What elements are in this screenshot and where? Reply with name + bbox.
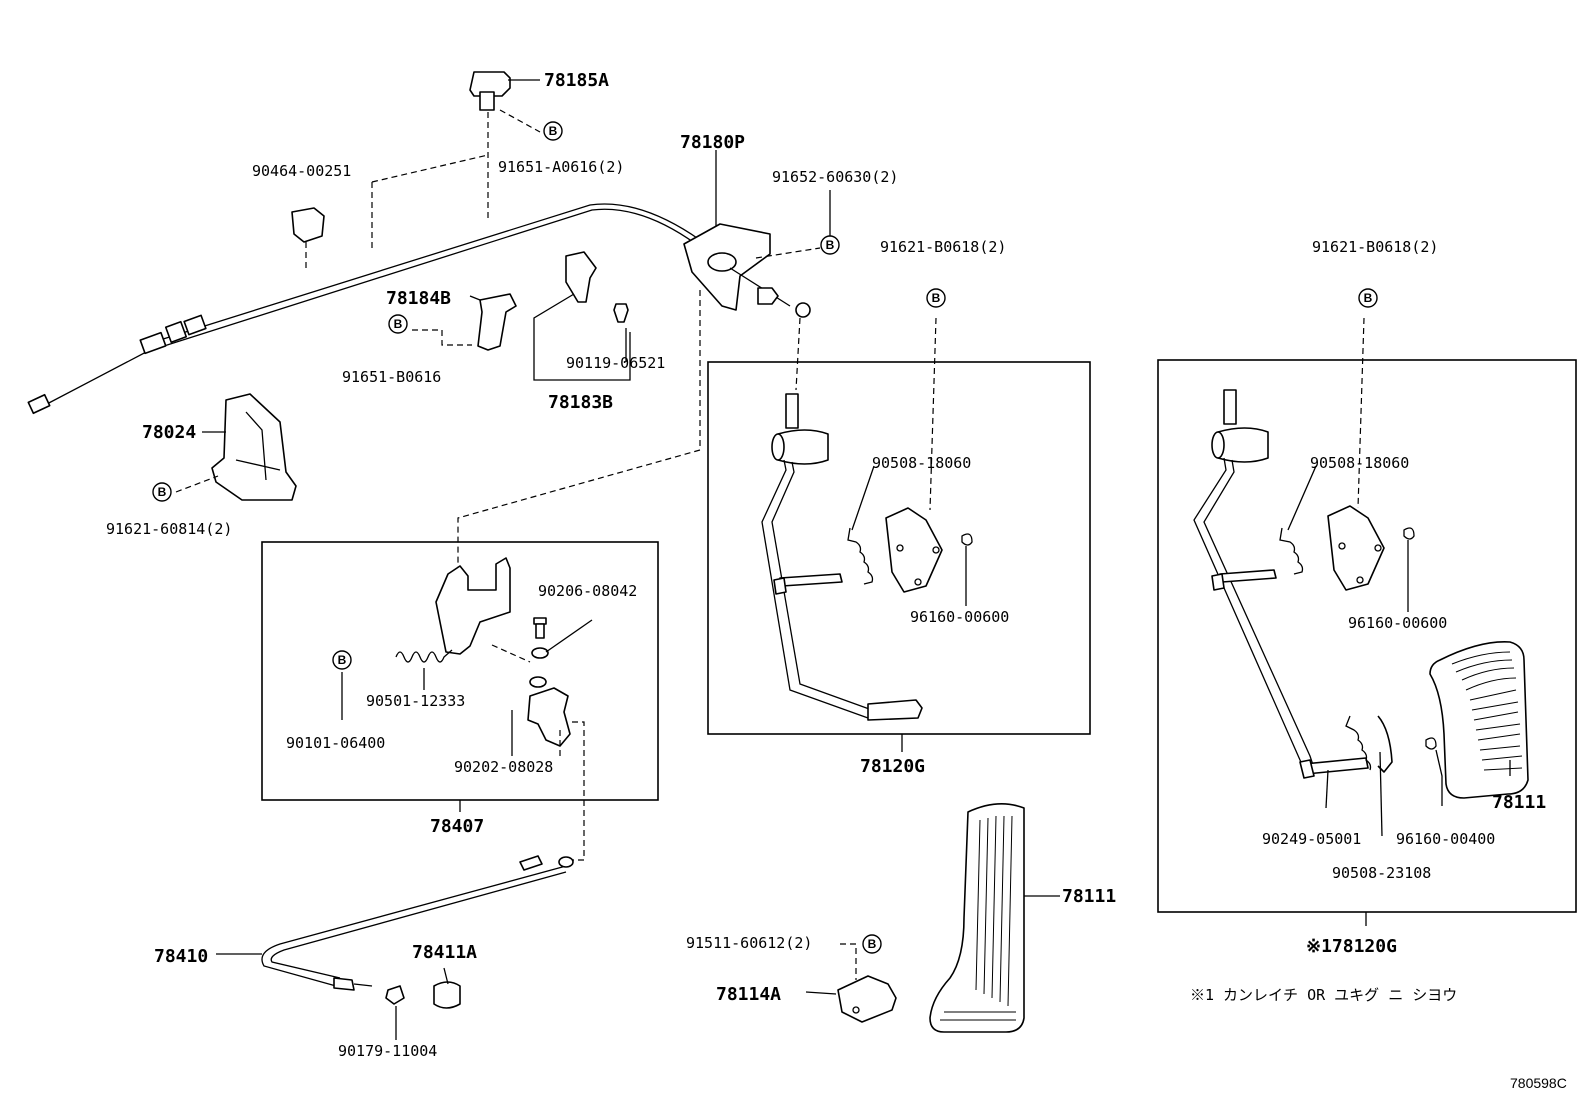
label-78411A: 78411A bbox=[412, 942, 477, 963]
pedal-arm-78120G bbox=[761, 393, 973, 721]
svg-text:B: B bbox=[868, 937, 877, 951]
footnote: ※1 カンレイチ OR ユキグ ニ シヨウ bbox=[1190, 986, 1457, 1004]
bolt-mark: B bbox=[332, 650, 352, 670]
bolt-mark: B bbox=[1358, 288, 1378, 308]
pedal-pad-78111 bbox=[929, 803, 1025, 1033]
label-91651-A0616: 91651-A0616(2) bbox=[498, 158, 624, 176]
label-78111-center: 78111 bbox=[1062, 886, 1116, 907]
svg-text:B: B bbox=[394, 317, 403, 331]
label-78111-right: 78111 bbox=[1492, 792, 1546, 813]
label-90202-08028: 90202-08028 bbox=[454, 758, 553, 776]
assembly-box-78120G bbox=[707, 361, 1091, 735]
pedal-pad-78111-right bbox=[1429, 641, 1529, 799]
label-90508-18060-right: 90508-18060 bbox=[1310, 454, 1409, 472]
accelerator-cable bbox=[27, 203, 701, 415]
label-91621-B0618-center: 91621-B0618(2) bbox=[880, 238, 1006, 256]
label-90501-12333: 90501-12333 bbox=[366, 692, 465, 710]
label-91652-60630: 91652-60630(2) bbox=[772, 168, 898, 186]
label-90101-06400: 90101-06400 bbox=[286, 734, 385, 752]
svg-text:B: B bbox=[338, 653, 347, 667]
svg-text:B: B bbox=[549, 124, 558, 138]
label-178120G: ※178120G bbox=[1306, 936, 1397, 957]
label-96160-00400: 96160-00400 bbox=[1396, 830, 1495, 848]
cable-78410 bbox=[261, 855, 574, 991]
label-78024: 78024 bbox=[142, 422, 196, 443]
figure-code: 780598C bbox=[1510, 1075, 1567, 1091]
label-90119-06521: 90119-06521 bbox=[566, 354, 665, 372]
pedal-arm-178120G bbox=[1193, 389, 1437, 779]
clip-78185A bbox=[469, 71, 511, 111]
label-91621-60814: 91621-60814(2) bbox=[106, 520, 232, 538]
bracket-78024 bbox=[211, 393, 297, 501]
label-90179-11004: 90179-11004 bbox=[338, 1042, 437, 1060]
bracket-78183B bbox=[565, 251, 629, 323]
cable-bracket-78180P bbox=[683, 223, 811, 318]
bolt-mark: B bbox=[543, 121, 563, 141]
label-91651-B0616: 91651-B0616 bbox=[342, 368, 441, 386]
label-90508-18060-center: 90508-18060 bbox=[872, 454, 971, 472]
stopper-78411A bbox=[433, 981, 461, 1009]
label-90464-00251: 90464-00251 bbox=[252, 162, 351, 180]
bracket-78184B bbox=[469, 293, 517, 351]
label-78410: 78410 bbox=[154, 946, 208, 967]
label-78114A: 78114A bbox=[716, 984, 781, 1005]
label-78120G: 78120G bbox=[860, 756, 925, 777]
bracket-78114A bbox=[837, 975, 897, 1023]
assembly-box-178120G bbox=[1157, 359, 1577, 913]
svg-text:B: B bbox=[158, 485, 167, 499]
bolt-mark: B bbox=[388, 314, 408, 334]
label-96160-00600-right: 96160-00600 bbox=[1348, 614, 1447, 632]
svg-text:B: B bbox=[1364, 291, 1373, 305]
label-90206-08042: 90206-08042 bbox=[538, 582, 637, 600]
bolt-mark: B bbox=[862, 934, 882, 954]
label-90508-23108: 90508-23108 bbox=[1332, 864, 1431, 882]
bolt-mark: B bbox=[152, 482, 172, 502]
label-78180P: 78180P bbox=[680, 132, 745, 153]
label-91511-60612: 91511-60612(2) bbox=[686, 934, 812, 952]
grommet-90179 bbox=[385, 985, 405, 1005]
label-78407: 78407 bbox=[430, 816, 484, 837]
label-78183B: 78183B bbox=[548, 392, 613, 413]
label-96160-00600-center: 96160-00600 bbox=[910, 608, 1009, 626]
label-78185A: 78185A bbox=[544, 70, 609, 91]
bolt-mark: B bbox=[926, 288, 946, 308]
label-78184B: 78184B bbox=[386, 288, 451, 309]
bolt-mark: B bbox=[820, 235, 840, 255]
label-90249-05001: 90249-05001 bbox=[1262, 830, 1361, 848]
label-91621-B0618-right: 91621-B0618(2) bbox=[1312, 238, 1438, 256]
svg-text:B: B bbox=[826, 238, 835, 252]
clamp-90464 bbox=[291, 207, 325, 243]
svg-text:B: B bbox=[932, 291, 941, 305]
